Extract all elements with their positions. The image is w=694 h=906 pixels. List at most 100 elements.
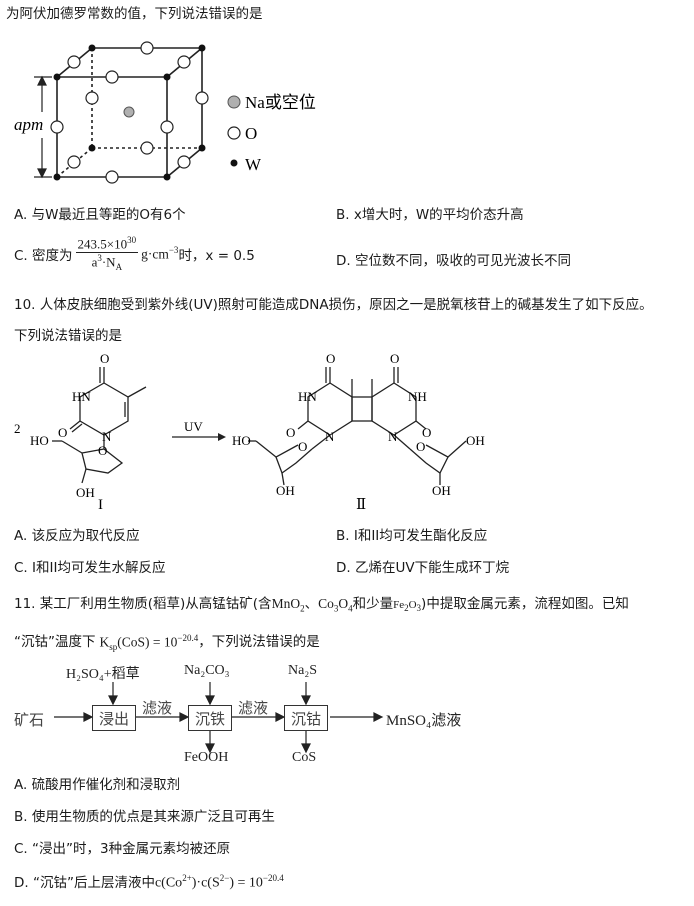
- reactant-coefficient: 2: [14, 421, 21, 436]
- molecule-ii: [248, 367, 467, 486]
- q11-mno2-sub: 2: [300, 603, 305, 614]
- q11-ksp-sub: sp: [109, 641, 118, 652]
- density-fraction: 243.5×1030 a3·NA: [75, 235, 139, 273]
- q11-option-d-exp: −20.4: [262, 873, 284, 884]
- molecule-i-ho: HO: [30, 433, 49, 448]
- thymine-dimerization-scheme: 2 O HN O N O HO OH I UV: [14, 351, 485, 513]
- q11-ksp-exp: −20.4: [177, 632, 199, 643]
- flow-step-leach: 浸出: [92, 705, 136, 731]
- q11-co: Co: [318, 596, 334, 611]
- q11-fe-sub1: 2: [404, 603, 409, 614]
- q10-option-a: A. 该反应为取代反应: [14, 528, 140, 544]
- density-denominator-rest: ·N: [101, 254, 116, 270]
- q11-option-c: C. “浸出”时，3种金属元素均被还原: [14, 841, 231, 857]
- flow-filtrate-1: 滤液: [142, 701, 173, 717]
- q9-intro: 为阿伏加德罗常数的值，下列说法错误的是: [6, 6, 263, 22]
- q11-mno2: MnO: [271, 596, 301, 611]
- flow-step-precip-fe: 沉铁: [188, 705, 232, 731]
- lattice-dimension-label: apm: [14, 115, 43, 134]
- q11-fe: Fe: [393, 599, 405, 611]
- label-molecule-i: I: [98, 497, 103, 513]
- q11-co-sub1: 3: [333, 603, 339, 614]
- molecule-ii-n-1: N: [325, 429, 335, 444]
- q11-option-d-c1: c(Co: [154, 876, 183, 891]
- q11-ksp-mid: (CoS) = 10: [117, 634, 178, 649]
- q10-option-c: C. I和II均可发生水解反应: [14, 560, 166, 576]
- molecule-i: [52, 367, 147, 484]
- q9-option-c-suffix: 时，x = 0.5: [178, 247, 255, 264]
- flow-reagent-na2co3: Na₂CO₃: [184, 663, 230, 678]
- legend-w-icon: [230, 159, 238, 167]
- q11-fe-o: O: [408, 599, 417, 611]
- q11-option-d: D. “沉钴”后上层清液中 c(Co2+)·c(S2−) = 10−20.4: [14, 871, 284, 892]
- density-denominator-exp: 3: [97, 253, 102, 264]
- molecule-i-carbonyl-o-left: O: [58, 425, 67, 440]
- label-molecule-ii: Ⅱ: [356, 497, 366, 513]
- density-unit-exp: −3: [168, 244, 179, 255]
- molecule-ii-oh-2: OH: [432, 483, 451, 498]
- q9-option-a: A. 与W最近且等距的O有6个: [14, 207, 186, 223]
- q11-stem-part2: 和少量: [352, 596, 394, 612]
- q9-option-c-prefix: C. 密度为: [14, 247, 73, 264]
- legend-w-label: W: [245, 155, 262, 174]
- q11-ksp-prefix: “沉钴”温度下: [14, 634, 96, 650]
- flow-arrows: [54, 682, 384, 754]
- flow-reagent-na2s: Na₂S: [288, 663, 317, 678]
- uv-arrow-label: UV: [184, 419, 203, 434]
- q11-option-d-c1-exp: 2+: [182, 873, 192, 884]
- q11-stem-part3: )中提取金属元素，流程如图。已知: [421, 596, 629, 612]
- flow-solid-feooh: FeOOH: [184, 750, 229, 765]
- molecule-ii-oh-1: OH: [276, 483, 295, 498]
- q10-option-b: B. I和II均可发生酯化反应: [336, 528, 488, 544]
- q11-ksp-suffix: ，下列说法错误的是: [198, 634, 320, 650]
- molecule-ii-nh: NH: [408, 389, 427, 404]
- q11-co-o: O: [338, 596, 349, 611]
- molecule-ii-o-3: O: [390, 351, 399, 366]
- flow-reagent-h2so4-straw: H₂SO₄+稻草: [66, 667, 140, 682]
- legend-na-label: Na或空位: [245, 93, 316, 112]
- density-denominator-sub: A: [115, 262, 123, 273]
- q11-stem-line2: “沉钴”温度下 Ksp(CoS) = 10−20.4 ，下列说法错误的是: [14, 630, 320, 652]
- q11-option-d-end: ) = 10: [229, 876, 263, 891]
- crystal-lattice-diagram: apm Na或空位 O W: [14, 41, 316, 184]
- q10-option-d: D. 乙烯在UV下能生成环丁烷: [336, 560, 510, 576]
- q10-stem-line2: 下列说法错误的是: [14, 328, 122, 344]
- q11-fe-sub2: 3: [416, 603, 422, 614]
- molecule-ii-n-2: N: [388, 429, 398, 444]
- flow-solid-cos: CoS: [292, 750, 317, 765]
- flow-filtrate-2: 滤液: [238, 701, 269, 717]
- q9-option-c: C. 密度为 243.5×1030 a3·NA g·cm−3 时，x = 0.5: [14, 235, 255, 272]
- molecule-i-carbonyl-o-top: O: [100, 351, 109, 366]
- q11-option-d-c2-exp: 2−: [219, 873, 230, 884]
- q10-stem-line1: 10. 人体皮肤细胞受到紫外线(UV)照射可能造成DNA损伤，原因之一是脱氧核苷…: [14, 297, 653, 313]
- na-atom: [123, 106, 135, 118]
- legend-o-icon: [227, 126, 241, 140]
- density-denominator-a: a: [91, 254, 98, 270]
- legend-na-icon: [227, 95, 241, 109]
- legend-o-label: O: [245, 124, 257, 143]
- flow-product-mnso4: MnSO₄滤液: [386, 713, 462, 729]
- molecule-ii-oh-right: OH: [466, 433, 485, 448]
- q11-stem-part1: 11. 某工厂利用生物质(稻草)从高锰钴矿(含: [14, 596, 272, 612]
- q11-option-b: B. 使用生物质的优点是其来源广泛且可再生: [14, 809, 275, 825]
- q11-co-sub2: 4: [348, 603, 353, 614]
- q11-sep: 、: [304, 596, 319, 612]
- molecule-ii-hn: HN: [298, 389, 317, 404]
- density-numerator: 243.5×10: [77, 236, 128, 252]
- molecule-ii-ring-o-1: O: [298, 439, 307, 454]
- q11-option-a: A. 硫酸用作催化剂和浸取剂: [14, 777, 181, 793]
- molecule-ii-o-1: O: [326, 351, 335, 366]
- molecule-ii-o-4: O: [422, 425, 431, 440]
- molecule-i-ring-o: O: [98, 443, 107, 458]
- molecule-ii-ho: HO: [232, 433, 251, 448]
- molecule-i-oh: OH: [76, 485, 95, 500]
- q11-option-d-prefix: D. “沉钴”后上层清液中: [14, 875, 155, 891]
- molecule-i-hn: HN: [72, 389, 91, 404]
- q11-ksp-k: K: [99, 634, 110, 649]
- molecule-ii-o-2: O: [286, 425, 295, 440]
- q11-option-d-mid: )·c(S: [191, 876, 220, 891]
- density-unit: g·cm: [141, 246, 169, 262]
- q11-stem-line1: 11. 某工厂利用生物质(稻草)从高锰钴矿(含 MnO2 、 Co3O4 和少量…: [14, 592, 629, 614]
- molecule-ii-ring-o-2: O: [416, 439, 425, 454]
- density-numerator-exp: 30: [127, 235, 137, 245]
